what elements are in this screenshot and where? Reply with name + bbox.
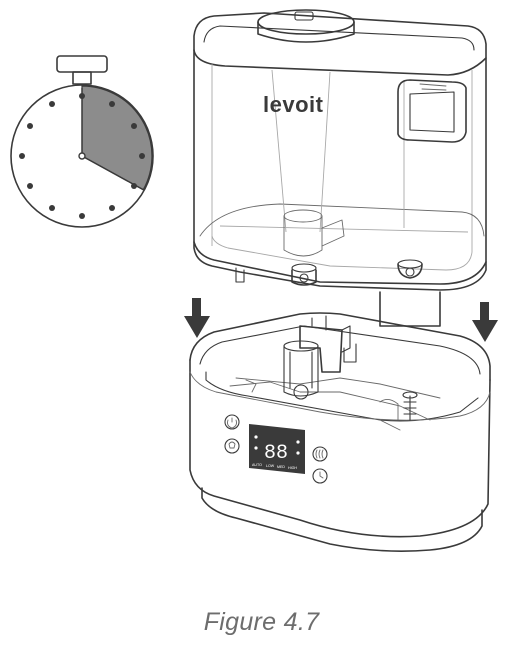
tank-handle [397, 79, 467, 143]
stopwatch-tick [139, 153, 145, 159]
stopwatch-tick [109, 101, 115, 107]
display-mode-low: LOW [266, 464, 275, 468]
stopwatch-stem [72, 71, 92, 85]
stopwatch-crown [56, 55, 108, 73]
stopwatch-tick [131, 123, 137, 129]
tank-bottom-rim [193, 241, 487, 285]
tank-lid [193, 12, 487, 76]
stopwatch-tick [49, 101, 55, 107]
control-panel: 88 AUTO LOW MED HIGH [224, 414, 328, 484]
down-arrow-left-icon [184, 298, 210, 338]
light-button[interactable] [224, 438, 240, 454]
tank-foot [379, 291, 441, 327]
stopwatch-elapsed-wedge [81, 85, 153, 191]
base-skirt [201, 487, 483, 552]
stopwatch-icon [10, 55, 154, 228]
tank-valve-left [291, 269, 317, 286]
base-body [189, 359, 491, 538]
tank-valve-right [397, 263, 423, 279]
tank-body [193, 49, 487, 291]
base-rim [189, 312, 491, 381]
figure-caption: Figure 4.7 [203, 608, 320, 636]
display-mode-high: HIGH [288, 466, 297, 470]
down-arrow-right-icon [472, 302, 498, 342]
base-bracket [299, 325, 343, 373]
stopwatch-tick [49, 205, 55, 211]
tank-cap-handle [294, 11, 314, 21]
stopwatch-pivot [78, 152, 86, 160]
stopwatch-tick [27, 123, 33, 129]
stopwatch-tick [79, 213, 85, 219]
power-button[interactable] [224, 414, 240, 430]
timer-button[interactable] [312, 468, 328, 484]
digital-display [249, 424, 305, 474]
display-mode-med: MED [277, 465, 285, 469]
stopwatch-tick [27, 183, 33, 189]
stopwatch-ticks [19, 93, 145, 219]
stopwatch-dial [10, 84, 154, 228]
water-tank: levoit [193, 9, 487, 327]
stopwatch-tick [19, 153, 25, 159]
tank-cap-side [257, 21, 355, 43]
stopwatch-tick [131, 183, 137, 189]
display-digits: 88 [264, 442, 288, 465]
brand-logo: levoit [263, 92, 324, 117]
mist-button[interactable] [312, 446, 328, 462]
tank-lid-inner [203, 25, 475, 51]
stopwatch-tick [79, 93, 85, 99]
humidifier-base [189, 312, 491, 552]
stopwatch-tick [109, 205, 115, 211]
display-mode-auto: AUTO [252, 463, 262, 467]
